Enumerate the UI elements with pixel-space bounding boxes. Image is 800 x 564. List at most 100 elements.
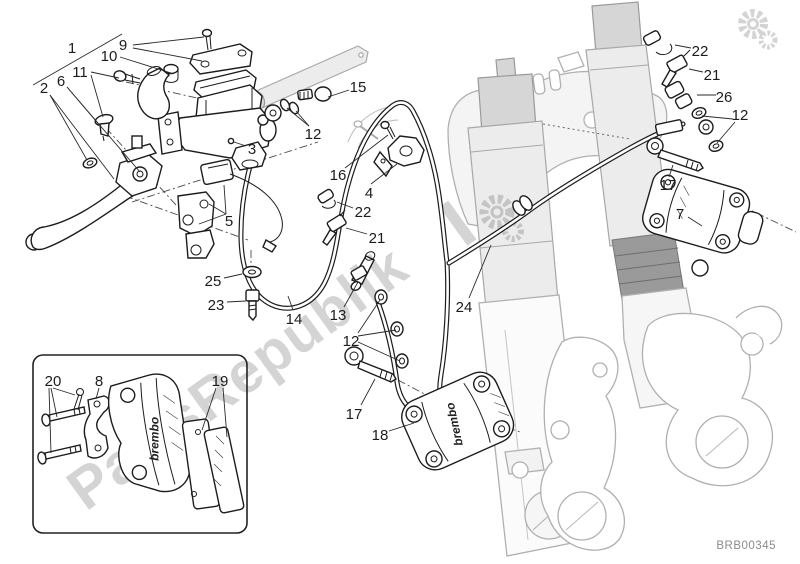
callout-number-3-6[interactable]: 3 <box>248 141 256 158</box>
callout-number-7-25[interactable]: 7 <box>676 206 684 223</box>
callout-leader-line <box>226 300 247 303</box>
watermark-bar <box>439 200 477 246</box>
bleed-valve-mid <box>322 209 347 246</box>
callout-leader-line <box>388 422 415 432</box>
callout-number-6-2[interactable]: 6 <box>57 73 65 90</box>
callout-leader-line <box>357 341 401 362</box>
callout-leader-line <box>343 281 359 308</box>
callout-number-14-17[interactable]: 14 <box>286 311 303 328</box>
pad-pin-2 <box>37 444 82 465</box>
callout-leader-line <box>345 227 368 235</box>
reservoir-cap-screw <box>201 28 213 51</box>
callout-number-1-0[interactable]: 1 <box>68 40 76 57</box>
banjo-bolt-15 <box>297 86 332 102</box>
callout-leader-line <box>370 163 398 185</box>
callout-leader-line <box>687 216 703 227</box>
callout-22: 22 <box>336 201 372 221</box>
callout-3: 3 <box>233 141 256 158</box>
callout-number-17-20[interactable]: 17 <box>346 406 363 423</box>
axle-knuckle-left <box>540 336 625 551</box>
callout-number-4-13[interactable]: 4 <box>365 185 373 202</box>
brake-hose-caliper-right <box>446 119 686 266</box>
callout-number-5-7[interactable]: 5 <box>225 213 233 230</box>
caliper-bolt-17-right <box>646 137 704 172</box>
callout-leader-line <box>66 86 141 173</box>
master-cylinder-body <box>157 107 277 171</box>
callout-16: 16 <box>330 134 389 184</box>
callout-21: 21 <box>688 67 721 84</box>
callout-17: 17 <box>660 164 677 194</box>
callout-number-23-9[interactable]: 23 <box>208 297 225 314</box>
callout-leader-line <box>688 68 704 73</box>
callout-leader-line <box>336 201 354 209</box>
washers-12-center <box>374 289 409 369</box>
callout-number-12-18[interactable]: 12 <box>343 333 360 350</box>
hose-clamp-screw-16 <box>380 120 396 140</box>
callout-number-15-10[interactable]: 15 <box>350 79 367 96</box>
bleed-cap-mid <box>317 188 336 209</box>
callout-number-10-4[interactable]: 10 <box>101 48 118 65</box>
fitting-26 <box>664 80 693 110</box>
callout-number-21-28[interactable]: 21 <box>704 67 721 84</box>
callout-10: 10 <box>101 48 172 74</box>
callout-number-12-30[interactable]: 12 <box>732 107 749 124</box>
washers-12-top-right <box>691 107 724 152</box>
callout-number-20-23[interactable]: 20 <box>45 373 62 390</box>
brake-light-switch <box>200 158 283 253</box>
callout-number-22-27[interactable]: 22 <box>692 43 709 60</box>
screw-23 <box>245 289 260 322</box>
callout-leader-line <box>132 47 203 62</box>
callout-number-16-12[interactable]: 16 <box>330 167 347 184</box>
callout-24: 24 <box>456 244 492 316</box>
callout-leader-line <box>327 89 350 98</box>
callout-leader-line <box>222 387 228 438</box>
callout-leader-line <box>701 115 734 120</box>
callout-number-8-24[interactable]: 8 <box>95 373 103 390</box>
watermark-gear-icon <box>479 194 524 242</box>
callout-2: 2 <box>40 80 115 180</box>
callout-leader-line <box>223 273 243 279</box>
reservoir-elbow-union <box>137 66 171 120</box>
hose-clamp-4 <box>373 135 425 178</box>
callout-number-18-21[interactable]: 18 <box>372 427 389 444</box>
callout-number-12-11[interactable]: 12 <box>305 126 322 143</box>
callout-leader-line <box>50 387 58 418</box>
elbow-pipe-13 <box>350 251 376 291</box>
callout-21: 21 <box>345 227 386 247</box>
callout-number-22-14[interactable]: 22 <box>355 204 372 221</box>
callout-17: 17 <box>346 378 376 423</box>
callout-13: 13 <box>330 281 359 324</box>
caliper-left: brembo <box>401 371 515 471</box>
callout-number-24-19[interactable]: 24 <box>456 299 473 316</box>
callout-number-25-8[interactable]: 25 <box>205 273 222 290</box>
callout-number-21-15[interactable]: 21 <box>369 230 386 247</box>
callout-leader-line <box>287 295 294 311</box>
callout-leader-line <box>286 107 310 127</box>
callout-leader-line <box>208 203 227 215</box>
brake-hose-front <box>238 100 451 413</box>
brake-lever <box>25 135 163 251</box>
callout-leader-line <box>223 184 227 215</box>
callout-number-19-22[interactable]: 19 <box>212 373 229 390</box>
callout-12: 12 <box>701 107 749 144</box>
callout-leader-line <box>357 299 381 334</box>
pad-pin-clip <box>73 388 84 411</box>
callout-leader-line <box>49 94 88 161</box>
callout-leader-line <box>344 134 389 169</box>
callout-number-2-1[interactable]: 2 <box>40 80 48 97</box>
pin <box>227 137 235 145</box>
callout-25: 25 <box>205 273 243 290</box>
callout-number-13-16[interactable]: 13 <box>330 307 347 324</box>
callout-18: 18 <box>372 422 415 444</box>
callout-11: 11 <box>72 64 120 118</box>
callout-number-26-29[interactable]: 26 <box>716 89 733 106</box>
callout-number-11-5[interactable]: 11 <box>72 64 88 81</box>
callout-leader-line <box>201 387 217 431</box>
mounting-bracket-lower <box>185 229 215 259</box>
inset-caliper-brand-label: brembo <box>148 417 162 461</box>
callout-number-9-3[interactable]: 9 <box>119 37 127 54</box>
callout-number-17-26[interactable]: 17 <box>660 177 677 194</box>
